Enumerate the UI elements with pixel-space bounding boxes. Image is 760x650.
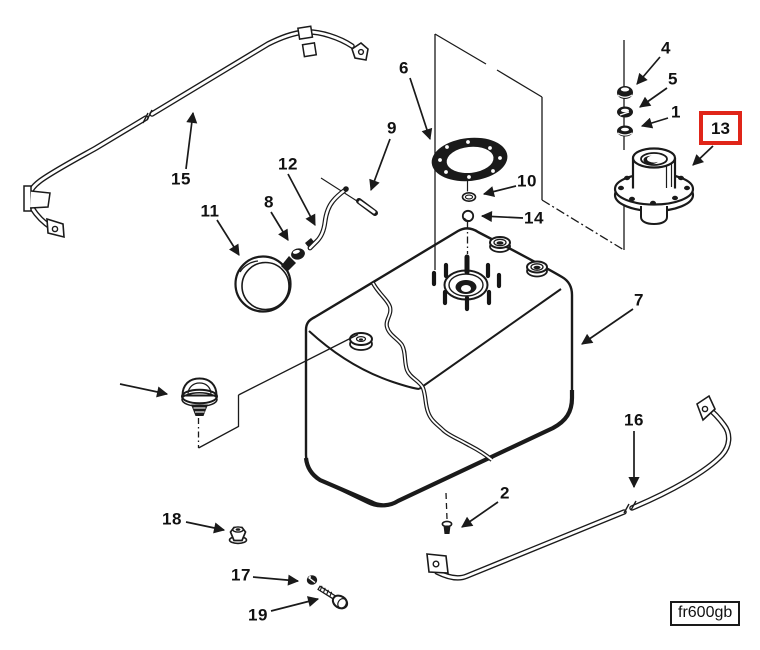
tube-fitting (305, 238, 315, 248)
arrow-13 (692, 145, 714, 166)
tank-flange-opening (431, 254, 502, 312)
callout-12[interactable]: 12 (278, 154, 298, 174)
arrow-1 (640, 117, 669, 129)
callout-15[interactable]: 15 (171, 169, 191, 189)
arrow-11 (216, 219, 240, 256)
o-ring-part-10 (461, 192, 477, 203)
callout-arrows (119, 56, 714, 612)
axis-small-parts (461, 181, 477, 254)
fastener-stack-4-5-1 (617, 86, 633, 137)
callout-19[interactable]: 19 (248, 605, 268, 625)
arrow-18 (185, 521, 226, 534)
nut-part-18 (228, 526, 248, 545)
lower-strap-part-16 (426, 394, 732, 581)
sender-neck (281, 256, 296, 272)
arrow-12 (287, 173, 316, 226)
small-fasteners (228, 526, 349, 610)
callout-18[interactable]: 18 (162, 509, 182, 529)
figure-code-label: fr600gb (670, 601, 741, 626)
arrow-6 (409, 77, 433, 141)
callout-17[interactable]: 17 (231, 565, 251, 585)
callout-11[interactable]: 11 (200, 201, 220, 221)
callout-1[interactable]: 1 (671, 102, 681, 122)
hub-bottom-boss (640, 206, 668, 226)
arrow-7 (581, 308, 634, 345)
hub-adapter-part-13 (613, 147, 695, 226)
callout-4[interactable]: 4 (661, 38, 671, 58)
ball-part-14 (461, 209, 475, 223)
arrow-14 (480, 210, 524, 223)
tank-top-fittings (349, 236, 548, 351)
callout-13[interactable]: 13 (711, 118, 730, 138)
callout-2[interactable]: 2 (500, 483, 510, 503)
arrow-8 (270, 211, 289, 241)
arrow-9 (369, 138, 391, 192)
arrow-19 (270, 596, 320, 612)
filler-cap-assembly (181, 333, 359, 449)
arrow-2 (461, 501, 499, 528)
flange-studs (431, 254, 502, 312)
arrow-15 (185, 111, 198, 170)
bolt-part-19 (317, 585, 349, 610)
arrow-filler-cap (119, 383, 169, 398)
sender-assembly (234, 177, 378, 313)
highlight-box-callout-13[interactable]: 13 (699, 111, 742, 145)
callout-10[interactable]: 10 (517, 171, 537, 191)
callout-9[interactable]: 9 (387, 118, 397, 138)
hub-bolt-holes (618, 175, 690, 206)
bent-tube-part-12 (307, 187, 348, 251)
arrow-4 (636, 56, 661, 85)
callout-8[interactable]: 8 (264, 192, 274, 212)
sender-float-part-11 (234, 255, 292, 313)
callout-14[interactable]: 14 (524, 208, 544, 228)
screw-part-17 (306, 575, 318, 585)
gasket-bolt-holes (438, 140, 502, 179)
callout-6[interactable]: 6 (399, 58, 409, 78)
arrow-17 (252, 574, 300, 586)
drain-plug-part-2 (441, 492, 453, 534)
upper-strap-part-15 (23, 25, 369, 239)
nut-part-8 (291, 248, 305, 260)
callout-16[interactable]: 16 (624, 410, 644, 430)
arrow-10 (482, 185, 517, 197)
callout-5[interactable]: 5 (668, 69, 678, 89)
arrow-5 (639, 87, 668, 108)
fuel-tank-part-7 (303, 227, 575, 508)
callout-7[interactable]: 7 (634, 290, 644, 310)
